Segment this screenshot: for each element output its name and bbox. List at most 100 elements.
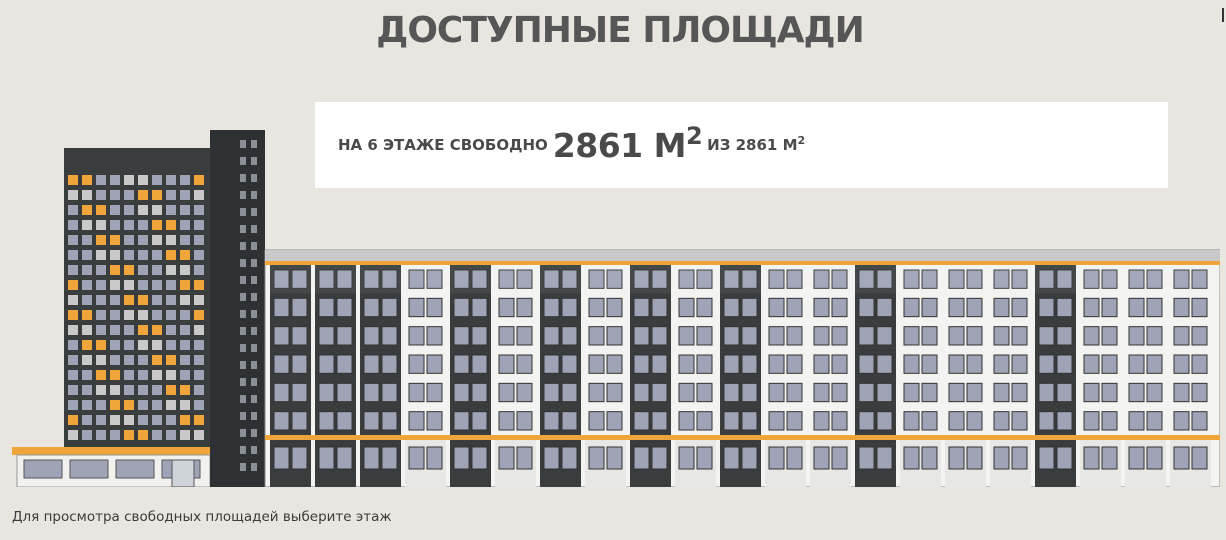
tower-panel [194,220,204,230]
tower-panel [138,190,148,200]
ground-window [768,446,785,470]
tower-panel [82,265,92,275]
tower-panel [152,205,162,215]
tower-panel [180,265,190,275]
window [498,382,515,403]
window [876,269,893,289]
floor-selector-6[interactable] [265,265,1220,294]
window [543,411,560,431]
window [1011,411,1028,431]
tower-panel [110,415,120,425]
tower-panel [68,430,78,440]
stair-window [251,242,257,250]
window [723,326,740,346]
tower-panel [152,370,162,380]
window [633,297,650,318]
tower-panel [110,175,120,185]
window [921,326,938,346]
window [1038,269,1055,289]
window [633,382,650,403]
window [318,382,335,403]
ground-window [1128,446,1145,470]
ground-window [993,446,1010,470]
building-facade[interactable] [12,125,1220,487]
tower-panel [68,310,78,320]
tower-panel [68,340,78,350]
tower-panel [180,295,190,305]
floor-selector-5[interactable] [265,293,1220,321]
window [1146,411,1163,431]
tower-panel [110,265,120,275]
tower-panel [110,280,120,290]
window [993,354,1010,374]
tower-panel [152,175,162,185]
ground-window [1191,446,1208,470]
facade-bay [900,265,941,435]
tower-panel [138,385,148,395]
ground-window [813,446,830,470]
ground-window [948,446,965,470]
tower-panel [152,235,162,245]
tower-panel [124,190,134,200]
window [381,354,398,374]
tower-panel [194,310,204,320]
stair-window [240,174,246,182]
window [948,382,965,403]
window [678,297,695,318]
tower-panel [96,370,106,380]
window [678,354,695,374]
lobby-window [115,459,155,479]
window [813,411,830,431]
floor-selectors[interactable] [265,265,1220,435]
window [588,382,605,403]
tower-panel [124,265,134,275]
tower-panel [96,340,106,350]
ground-window [363,446,380,470]
tower-panel [110,340,120,350]
window [1128,382,1145,403]
ground-window [678,446,695,470]
tower-panel [166,190,176,200]
tower-panel [180,175,190,185]
ground-window [516,446,533,470]
floor-selector-2[interactable] [265,378,1220,406]
tower-panel [82,430,92,440]
window [381,326,398,346]
window [921,411,938,431]
window [651,411,668,431]
availability-prefix: НА 6 ЭТАЖЕ СВОБОДНО [338,136,548,154]
window [723,382,740,403]
building-facade-svg[interactable] [12,125,1220,487]
ground-window [1146,446,1163,470]
window [318,326,335,346]
lobby-door [171,459,195,487]
ground-window [273,446,290,470]
tower-panel [110,310,120,320]
window [858,382,875,403]
window [498,411,515,431]
window [273,297,290,318]
window [876,354,893,374]
window [453,411,470,431]
window [633,354,650,374]
window [363,411,380,431]
availability-box: НА 6 ЭТАЖЕ СВОБОДНО 2861 М2 ИЗ 2861 М2 [315,102,1168,188]
floor-selector-4[interactable] [265,322,1220,350]
window [1101,411,1118,431]
stair-window [240,208,246,216]
floor-selector-1[interactable] [265,407,1220,435]
window [453,382,470,403]
window [1191,382,1208,403]
window [768,354,785,374]
window [273,382,290,403]
tower-panel [194,385,204,395]
tower-panel [82,325,92,335]
floor-selector-3[interactable] [265,350,1220,378]
stair-window [251,293,257,301]
window [1011,269,1028,289]
window [588,297,605,318]
tower-panel [180,340,190,350]
window [1038,411,1055,431]
window [966,382,983,403]
ground-window [1038,446,1055,470]
